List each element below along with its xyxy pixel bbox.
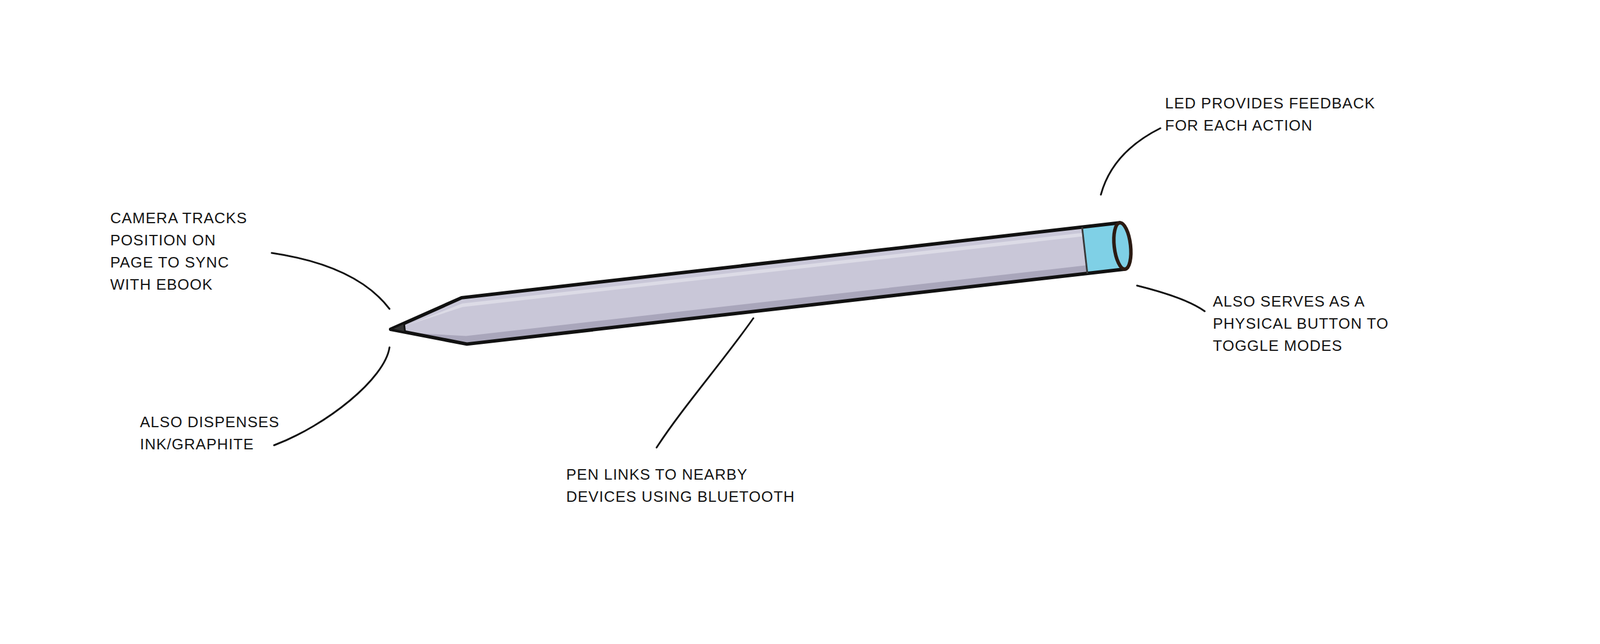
annotation-label: PEN LINKS TO NEARBY DEVICES USING BLUETO… <box>566 463 812 508</box>
leader-line <box>1137 285 1205 312</box>
leader-line <box>1100 128 1161 195</box>
leader-line <box>274 347 390 446</box>
annotation-label: LED PROVIDES FEEDBACK FOR EACH ACTION <box>1165 92 1387 137</box>
annotation-label: ALSO SERVES AS A PHYSICAL BUTTON TO TOGG… <box>1212 290 1400 357</box>
annotation-label: ALSO DISPENSES INK/GRAPHITE <box>139 411 295 456</box>
leader-line <box>656 318 754 448</box>
annotation-label: CAMERA TRACKS POSITION ON PAGE TO SYNC W… <box>110 206 262 296</box>
smart-pen <box>387 222 1133 353</box>
leader-line <box>271 253 390 310</box>
